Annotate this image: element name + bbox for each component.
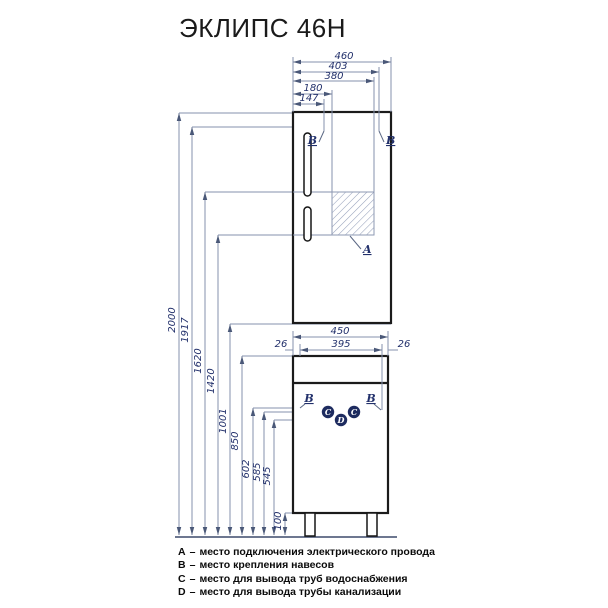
dim-width-403: 403 xyxy=(328,61,347,72)
dim-height-585: 585 xyxy=(252,462,263,481)
electrical-label-a: A xyxy=(362,243,372,256)
door-handle-upper xyxy=(303,132,312,197)
dim-height-2000: 2000 xyxy=(167,307,178,332)
water-supply-marker-c-left xyxy=(321,405,335,419)
marker-letter-c-right: C xyxy=(351,407,358,417)
dim-width-450: 450 xyxy=(330,326,349,337)
dim-width-395: 395 xyxy=(331,339,350,350)
dim-height-545: 545 xyxy=(262,466,273,485)
upper-cabinet xyxy=(291,110,393,325)
legend-item-b: B–место крепления навесов xyxy=(178,559,335,572)
dim-height-850: 850 xyxy=(230,431,241,450)
water-supply-marker-c-right xyxy=(347,405,361,419)
dim-height-602: 602 xyxy=(241,459,252,478)
door-handle-lower xyxy=(303,206,312,242)
dim-offset-26-right: 26 xyxy=(398,339,411,350)
legend-item-a: A–место подключения электрического прово… xyxy=(178,546,435,558)
dim-width-380: 380 xyxy=(324,71,343,82)
dim-height-1620: 1620 xyxy=(193,348,204,373)
lower-cabinet-outline xyxy=(291,354,390,515)
connection-markers: B B C C D xyxy=(299,392,382,427)
dim-height-1917: 1917 xyxy=(180,317,191,343)
marker-letter-d: D xyxy=(337,415,345,425)
cabinet-leg-right xyxy=(366,512,378,537)
page-title: ЭКЛИПС 46Н xyxy=(179,13,346,43)
dim-offset-26-left: 26 xyxy=(275,339,288,350)
dim-height-100: 100 xyxy=(273,511,284,530)
dim-width-180: 180 xyxy=(303,83,322,94)
hinge-label-b-upper-right: B xyxy=(385,134,395,147)
dim-height-1001: 1001 xyxy=(218,408,229,433)
dim-width-460: 460 xyxy=(334,51,353,62)
legend: A–место подключения электрического прово… xyxy=(178,546,435,600)
hinge-label-b-upper-left: B xyxy=(307,134,317,147)
hinge-label-b-lower-left: B xyxy=(303,392,313,405)
marker-letter-c-left: C xyxy=(325,407,332,417)
cabinet-leg-left xyxy=(304,512,316,537)
electrical-area-hatch xyxy=(331,191,375,236)
upper-hinge-labels: B B A xyxy=(307,130,395,256)
bottom-dimensions: 450 395 26 26 xyxy=(275,326,411,410)
legend-item-c: C–место для вывода труб водоснабжения xyxy=(178,572,408,585)
sewage-marker-d xyxy=(334,413,348,427)
height-dimensions: 2000 1917 1620 1420 1001 850 602 585 545… xyxy=(167,112,391,535)
lower-cabinet xyxy=(291,354,390,537)
top-dimensions: 460 403 380 180 147 xyxy=(292,51,392,131)
dim-height-1420: 1420 xyxy=(206,368,217,393)
dim-width-147: 147 xyxy=(299,93,319,104)
legend-item-d: D–место для вывода трубы канализации xyxy=(178,586,402,599)
hinge-label-b-lower-right: B xyxy=(365,392,375,405)
